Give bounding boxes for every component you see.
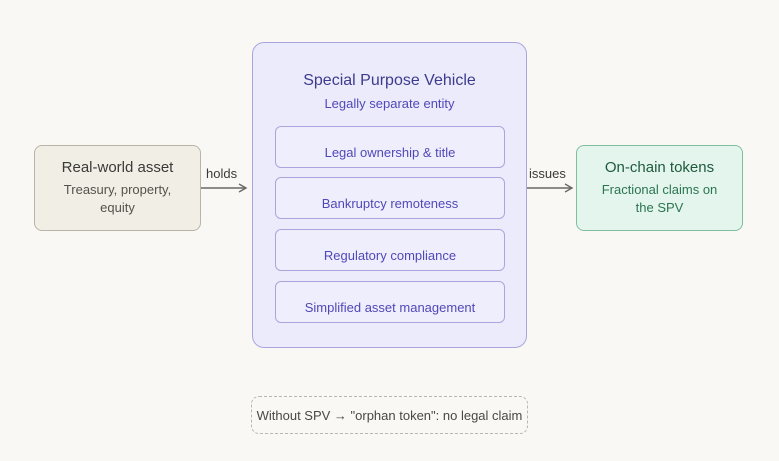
orphan-token-note: Without SPV → "orphan token": no legal c… (251, 396, 528, 434)
real-world-asset-node: Real-world asset Treasury, property, equ… (34, 145, 201, 231)
on-chain-tokens-node: On-chain tokens Fractional claims on the… (576, 145, 743, 231)
spv-title: Special Purpose Vehicle (303, 72, 476, 89)
asset-title: Real-world asset (61, 159, 174, 176)
tokens-subtitle: Fractional claims on the SPV (601, 182, 718, 215)
tokens-title: On-chain tokens (604, 159, 715, 176)
holds-label: holds (206, 166, 238, 181)
spv-feature-regulatory-compliance: Regulatory compliance (275, 229, 505, 271)
asset-subtitle: Treasury, property, equity (63, 182, 172, 215)
spv-feature-legal-ownership: Legal ownership & title (275, 126, 505, 168)
spv-subtitle: Legally separate entity (324, 96, 455, 111)
spv-node: Special Purpose Vehicle Legally separate… (252, 42, 527, 348)
issues-label: issues (529, 166, 566, 181)
spv-feature-bankruptcy-remoteness: Bankruptcy remoteness (275, 177, 505, 219)
spv-feature-simplified-management: Simplified asset management (275, 281, 505, 323)
